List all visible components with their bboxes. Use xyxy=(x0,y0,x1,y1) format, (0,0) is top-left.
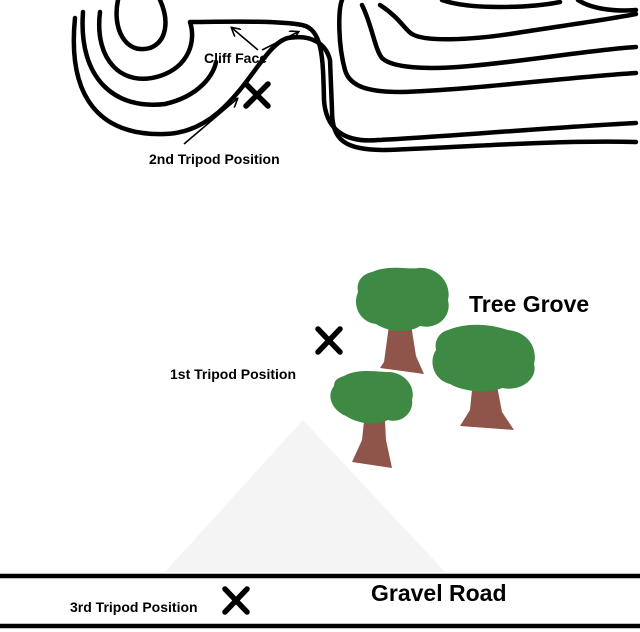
x-mark-icon xyxy=(315,326,343,355)
gravel-road xyxy=(0,573,640,629)
tree-icon xyxy=(330,371,413,468)
x-mark-icon xyxy=(243,81,271,109)
tripod-3-label: 3rd Tripod Position xyxy=(70,599,198,615)
cliff-face-label: Cliff Face xyxy=(204,50,268,66)
contour-line-right-5 xyxy=(575,0,639,13)
contour-line-3 xyxy=(80,9,219,107)
contour-line-inner xyxy=(114,0,168,52)
x-mark-icon xyxy=(222,586,250,615)
contour-line-right-4 xyxy=(439,0,563,10)
tripod-2-label: 2nd Tripod Position xyxy=(149,151,280,167)
gravel-road-label: Gravel Road xyxy=(371,580,507,606)
tree-grove-label: Tree Grove xyxy=(469,291,590,317)
contour-line-right-3 xyxy=(377,2,639,42)
contour-line-right-1 xyxy=(337,0,639,95)
cliff-face-arrows xyxy=(232,28,298,51)
arrow-icon xyxy=(232,28,259,51)
tree-icon xyxy=(356,267,449,374)
contour-line-right-2 xyxy=(359,2,639,71)
cliff-contours xyxy=(71,0,639,153)
contour-line-2 xyxy=(96,9,639,143)
arrow-icon xyxy=(261,32,298,51)
tree-icon xyxy=(432,324,535,430)
contour-line-outer xyxy=(71,15,639,153)
arrow-icon xyxy=(183,99,237,145)
view-cone-shadow xyxy=(165,420,445,572)
tripod-1-label: 1st Tripod Position xyxy=(170,366,297,382)
